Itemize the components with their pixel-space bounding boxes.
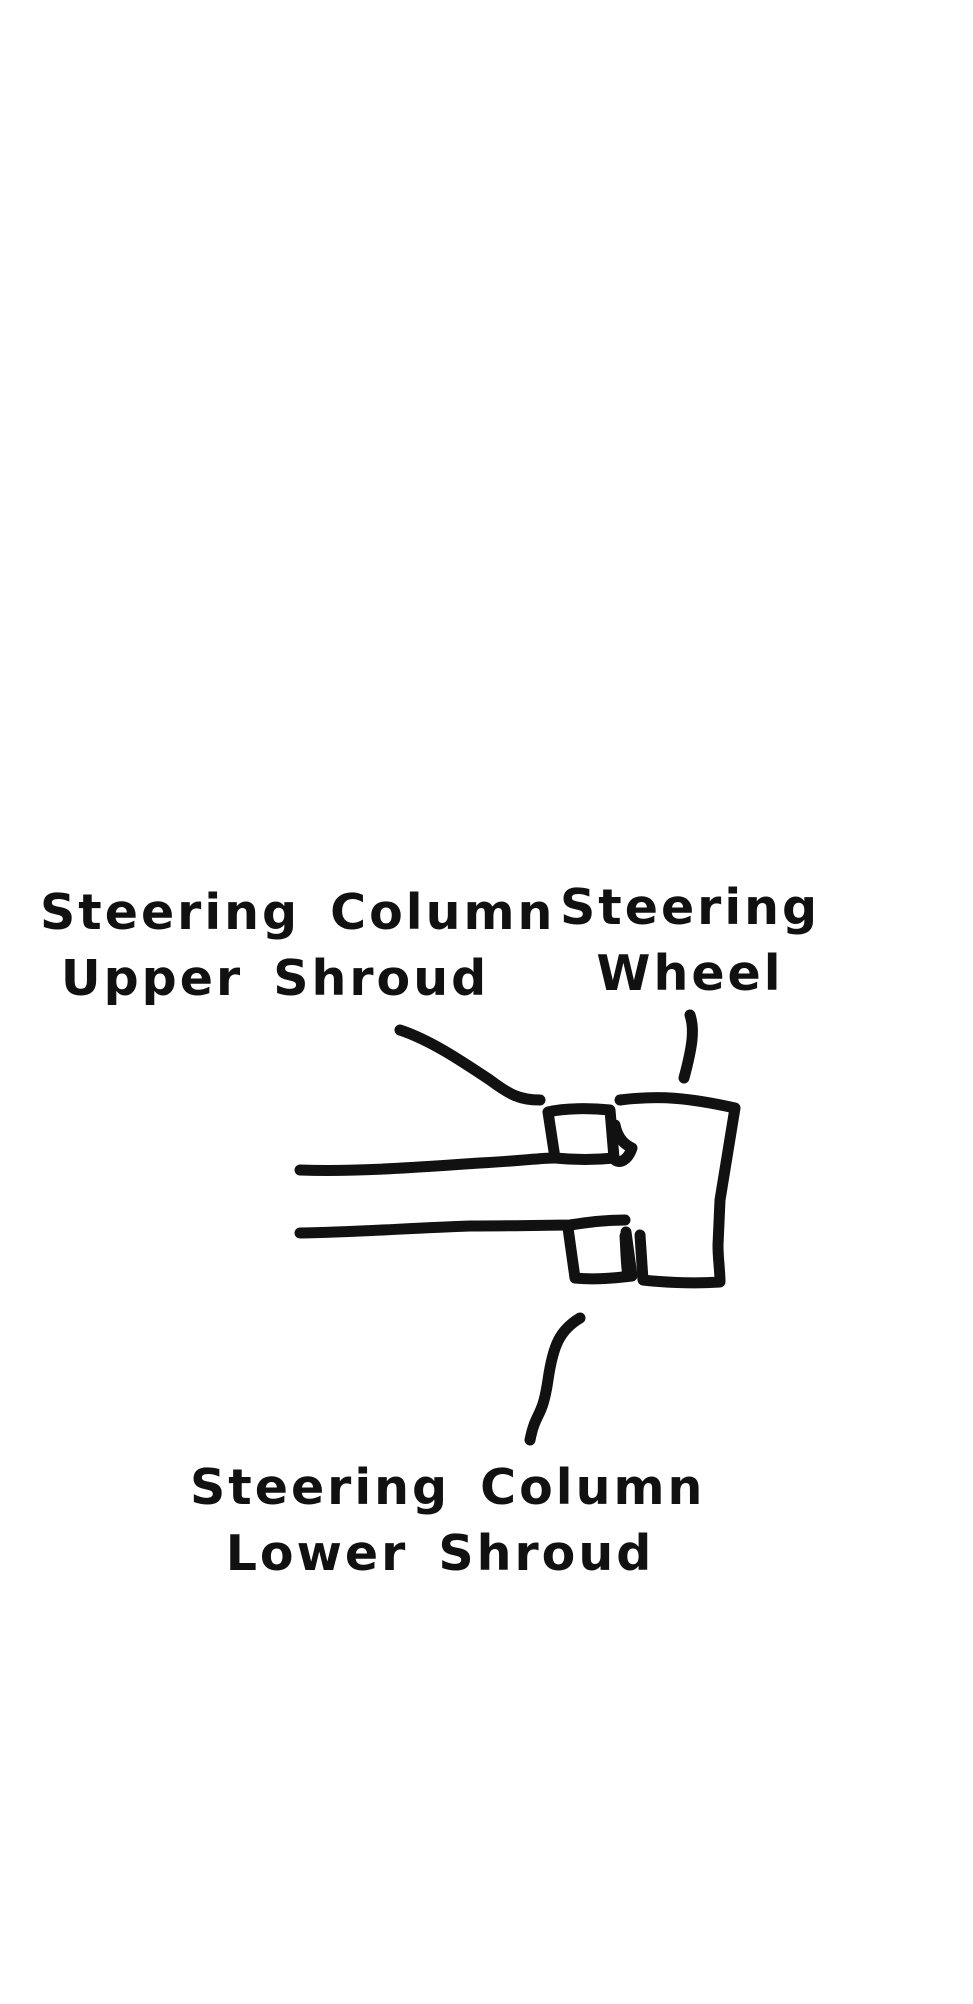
steering-wheel-leader-line [678,1009,698,1084]
upper-shroud-label-line1: Steering Column [40,884,556,941]
steering-wheel-label: Steering Wheel [560,875,820,1007]
lower-shroud-leader-line [524,1312,586,1446]
steering-wheel-label-line2: Wheel [596,945,784,1002]
upper-shroud-label-line2: Upper Shroud [60,950,490,1007]
upper-shroud-label: Steering Column Upper Shroud [40,880,556,1012]
steering-wheel-label-line1: Steering [560,879,821,936]
lower-shroud-label-line2: Lower Shroud [225,1525,655,1582]
column-shaft-lower-line [294,1214,631,1239]
upper-shroud-shape [542,1103,620,1165]
upper-shroud-leader-line [394,1024,546,1106]
lower-shroud-label: Steering Column Lower Shroud [190,1455,706,1587]
wheel-upper-notch [609,1119,638,1167]
wheel-lower-notch [619,1230,634,1282]
steering-wheel-shape [614,1092,741,1289]
column-shaft-upper-line [294,1152,561,1176]
lower-shroud-label-line1: Steering Column [190,1459,706,1516]
